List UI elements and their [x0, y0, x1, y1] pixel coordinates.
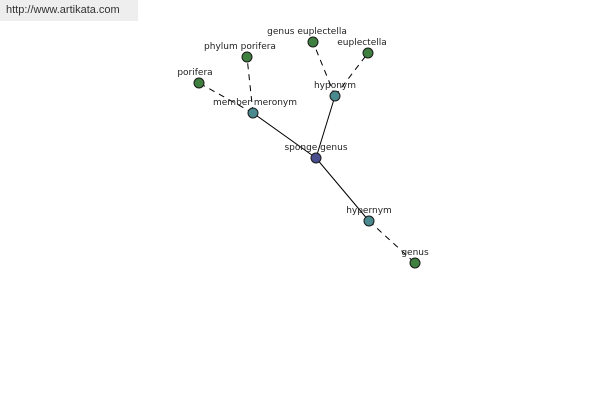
- graph-nodes: sponge genus member meronym hyponym hyperny…: [177, 27, 429, 269]
- node-dot-hyponym[interactable]: [329, 90, 341, 102]
- node-dot-genus-euplectella[interactable]: [307, 36, 319, 48]
- site-url-label[interactable]: http://www.artikata.com: [0, 0, 138, 21]
- node-dot-member-meronym[interactable]: [247, 107, 259, 119]
- node-hypernym[interactable]: hypernym: [346, 206, 392, 227]
- node-dot-euplectella[interactable]: [362, 47, 374, 59]
- graph-edges: [198, 41, 416, 264]
- edge-hyponym-euplectella: [334, 52, 369, 97]
- node-porifera[interactable]: porifera: [177, 68, 213, 89]
- node-genus[interactable]: genus: [401, 248, 429, 269]
- node-label-euplectella: euplectella: [337, 38, 387, 48]
- node-dot-phylum-porifera[interactable]: [241, 51, 253, 63]
- node-sponge-genus[interactable]: sponge genus: [284, 143, 348, 164]
- node-dot-genus[interactable]: [409, 257, 421, 269]
- node-dot-hypernym[interactable]: [363, 215, 375, 227]
- node-genus-euplectella[interactable]: genus euplectella: [267, 27, 347, 48]
- edge-sponge-genus-hypernym: [315, 157, 370, 222]
- node-label-hyponym: hyponym: [314, 81, 356, 91]
- node-label-genus-euplectella: genus euplectella: [267, 27, 347, 37]
- node-label-phylum-porifera: phylum porifera: [204, 42, 276, 52]
- edge-sponge-genus-member-meronym: [252, 112, 317, 159]
- node-label-porifera: porifera: [177, 68, 212, 78]
- node-dot-porifera[interactable]: [193, 77, 205, 89]
- node-member-meronym[interactable]: member meronym: [213, 98, 297, 119]
- edge-member-meronym-phylum-porifera: [246, 56, 254, 114]
- node-dot-sponge-genus[interactable]: [310, 152, 322, 164]
- node-label-genus: genus: [401, 248, 429, 258]
- node-hyponym[interactable]: hyponym: [314, 81, 356, 102]
- edge-sponge-genus-hyponym: [315, 95, 336, 159]
- node-euplectella[interactable]: euplectella: [337, 38, 387, 59]
- node-label-hypernym: hypernym: [346, 206, 392, 216]
- node-label-sponge-genus: sponge genus: [284, 143, 347, 153]
- edge-hyponym-genus-euplectella: [312, 41, 336, 97]
- node-phylum-porifera[interactable]: phylum porifera: [204, 42, 276, 63]
- node-label-member-meronym: member meronym: [213, 98, 297, 108]
